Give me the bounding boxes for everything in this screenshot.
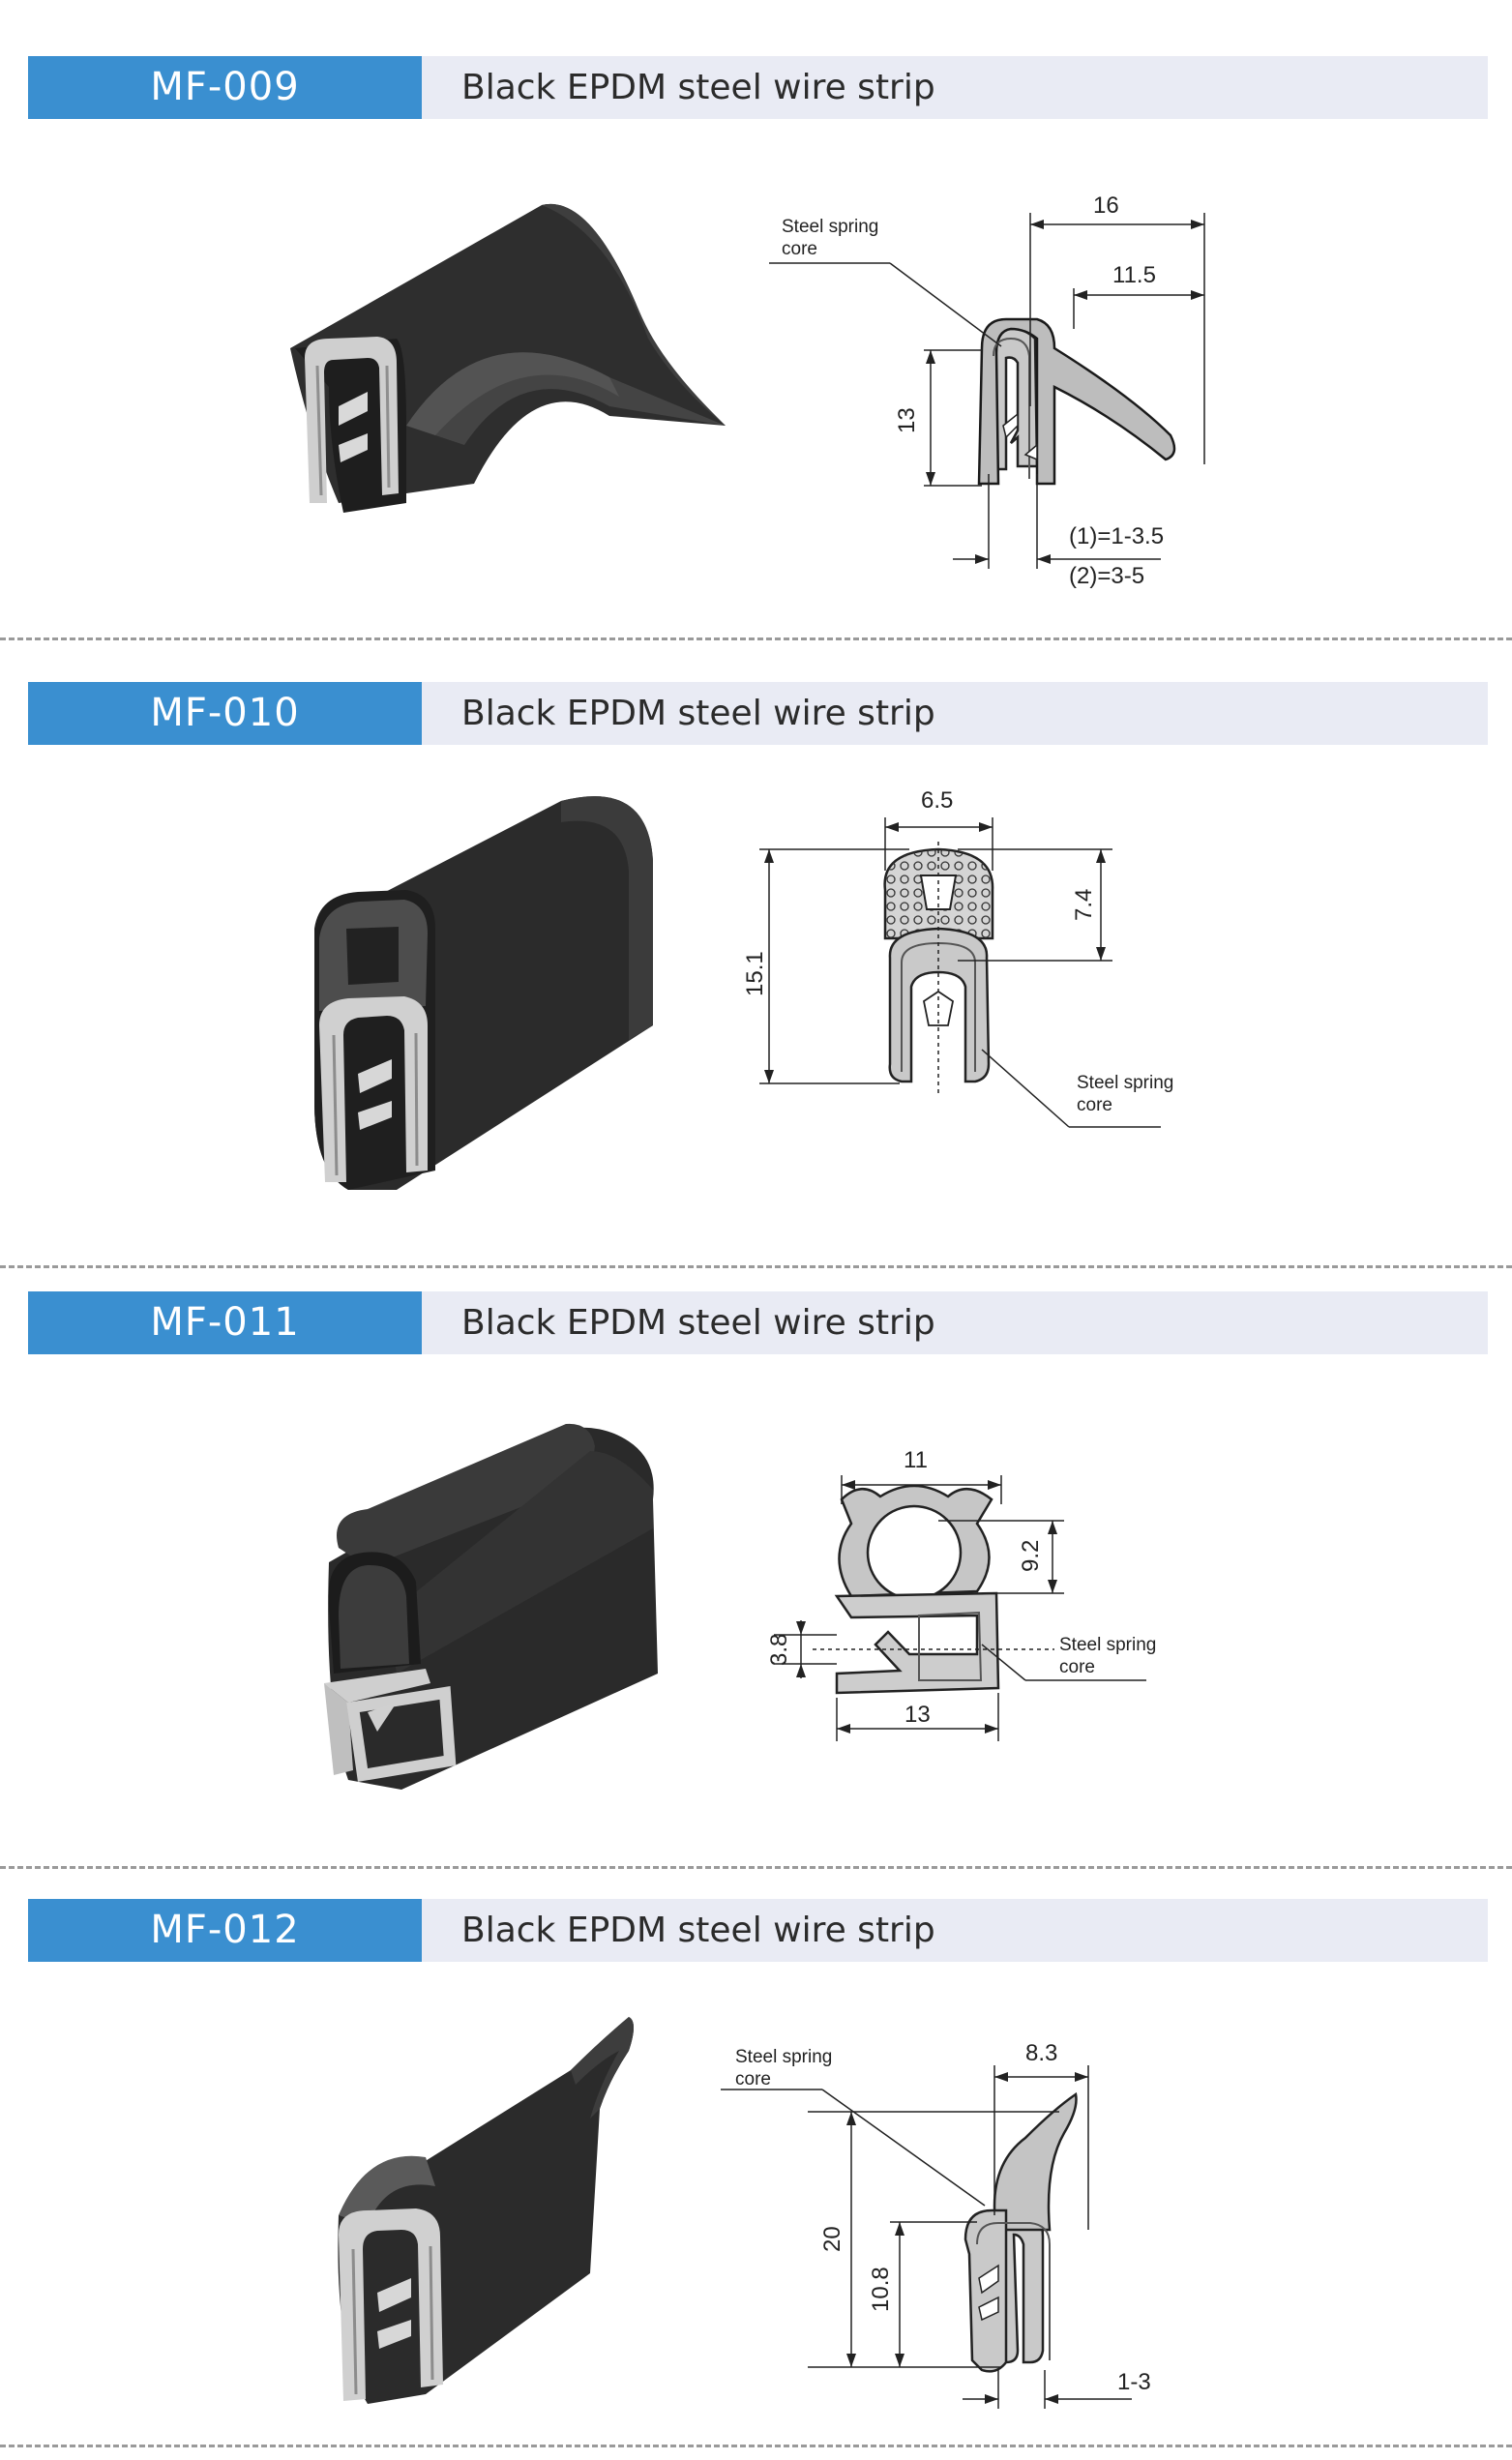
callout-label-line1: Steel spring [735,2047,832,2067]
dim-label: 11.5 [1112,262,1156,288]
dim-label: 3.8 [766,1634,792,1666]
dim-label: 16 [1093,193,1119,219]
product-title: Black EPDM steel wire strip [461,1911,935,1950]
section-header: MF-012 Black EPDM steel wire strip [28,1899,1488,1962]
cross-section-drawing: Steel spring core 16 11.5 13 (1)=1-3.5 (… [769,193,1205,589]
callout-label-line1: Steel spring [1059,1635,1156,1655]
product-section-mf-010: MF-010 Black EPDM steel wire strip [0,638,1512,1267]
dim-label: 9.2 [1018,1540,1044,1572]
section-divider [0,2445,1512,2447]
product-title: Black EPDM steel wire strip [461,1303,935,1343]
callout-label-line2: core [1077,1095,1112,1115]
section-divider [0,1866,1512,1869]
callout-label-line2: core [1059,1657,1095,1677]
product-code: MF-011 [28,1291,422,1354]
product-section-mf-009: MF-009 Black EPDM steel wire strip [0,0,1512,638]
product-photo [290,203,726,513]
product-title: Black EPDM steel wire strip [461,694,935,733]
product-code: MF-010 [28,682,422,745]
callout-label-line1: Steel spring [1077,1073,1173,1093]
dim-label: 6.5 [921,787,953,814]
dim-label: 8.3 [1025,2040,1057,2066]
dim-label: (1)=1-3.5 [1069,523,1164,549]
product-section-mf-011: MF-011 Black EPDM steel wire strip [0,1267,1512,1867]
product-code: MF-009 [28,56,422,119]
section-divider [0,1265,1512,1268]
dim-label: 1-3 [1117,2369,1151,2395]
cross-section-drawing: 6.5 15.1 7.4 Steel spring core [742,787,1173,1128]
section-header: MF-009 Black EPDM steel wire strip [28,56,1488,119]
callout-label-line2: core [782,239,817,259]
product-photo [324,1423,658,1790]
cross-section-drawing: 11 9.2 3.8 13 Steel spring core [766,1447,1156,1741]
cross-section-drawing: Steel spring core 8.3 20 10.8 1-3 [721,2040,1151,2409]
dim-label: 11 [904,1447,928,1473]
section-header: MF-010 Black EPDM steel wire strip [28,682,1488,745]
callout-label-line1: Steel spring [782,217,878,237]
dim-label: 15.1 [742,951,768,996]
dim-label: (2)=3-5 [1069,563,1144,589]
dim-label: 7.4 [1071,889,1097,921]
dim-label: 13 [904,1702,931,1728]
section-divider [0,637,1512,640]
dim-label: 10.8 [868,2267,894,2312]
product-title: Black EPDM steel wire strip [461,68,935,107]
dim-label: 13 [894,407,920,433]
product-code: MF-012 [28,1899,422,1962]
product-photo [338,2017,634,2404]
product-section-mf-012: MF-012 Black EPDM steel wire strip [0,1867,1512,2460]
dim-label: 20 [819,2226,845,2252]
product-photo [314,796,653,1190]
callout-label-line2: core [735,2069,771,2090]
section-header: MF-011 Black EPDM steel wire strip [28,1291,1488,1354]
